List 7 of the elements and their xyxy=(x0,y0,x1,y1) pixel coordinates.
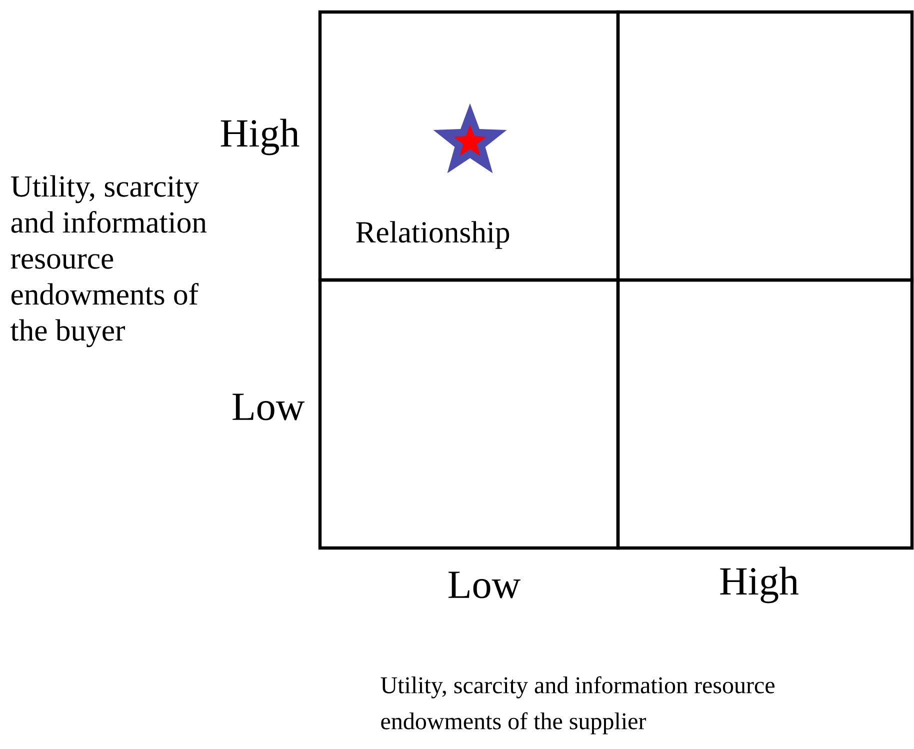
grid-cell xyxy=(616,278,914,550)
grid-cell: Relationship xyxy=(318,10,620,282)
axis-value-label: Low xyxy=(232,394,305,420)
axis-title: Utility, scarcity and information resource endowments of the buyer xyxy=(10,175,207,348)
axis-value-label: High xyxy=(720,566,798,604)
axis-value-label: Low xyxy=(448,572,520,598)
axis-title: Utility, scarcity and information resource endowments of the supplier xyxy=(380,676,774,734)
